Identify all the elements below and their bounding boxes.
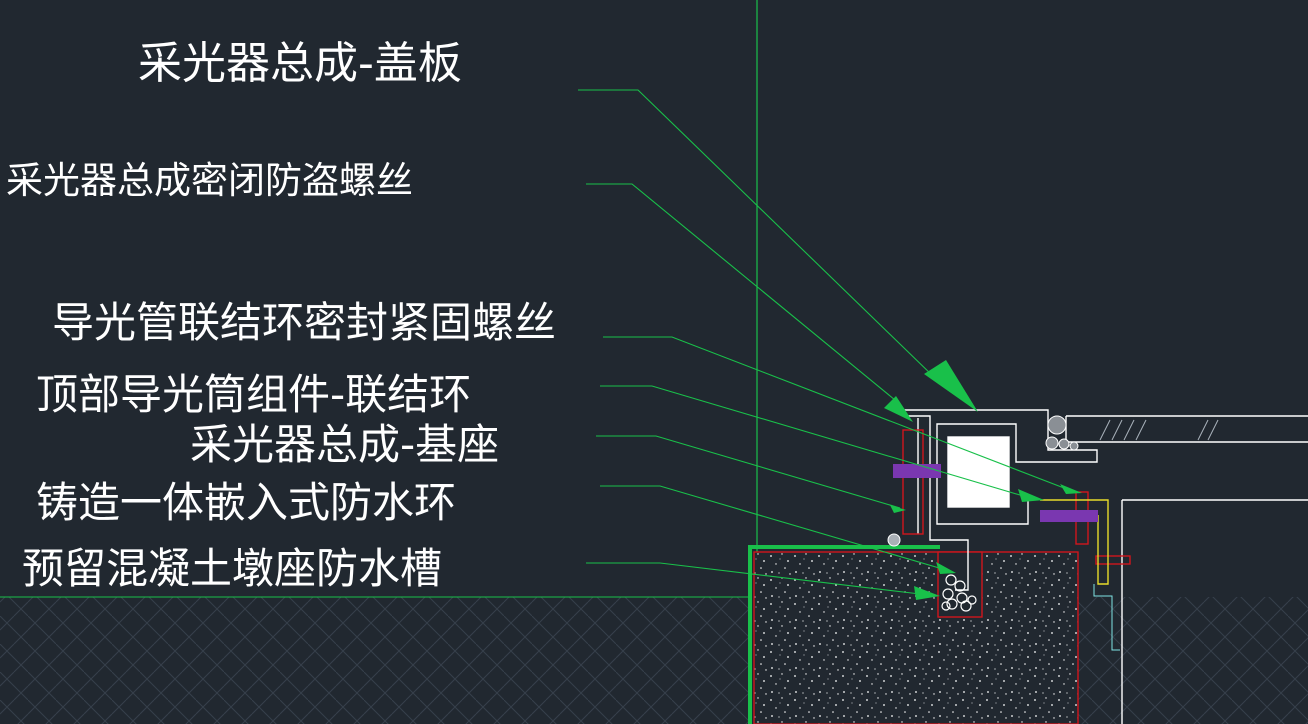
label-skylight-base: 采光器总成-基座 bbox=[190, 420, 500, 469]
concrete-pedestal bbox=[748, 545, 1079, 724]
bolt-head bbox=[887, 533, 901, 547]
leader-lines bbox=[578, 89, 1065, 595]
label-concrete-pedestal-groove: 预留混凝土墩座防水槽 bbox=[22, 544, 443, 593]
groove-sealant bbox=[941, 574, 977, 612]
purple-gaskets bbox=[893, 464, 1098, 522]
lid-seal-balls bbox=[1045, 415, 1079, 451]
cyan-detail bbox=[1093, 584, 1120, 651]
label-anti-theft-sealing-screw: 采光器总成密闭防盗螺丝 bbox=[6, 159, 413, 202]
skylight-base-outline bbox=[895, 409, 1308, 724]
label-top-tube-coupling-ring: 顶部导光筒组件-联结环 bbox=[36, 370, 472, 419]
label-embedded-waterproof-ring: 铸造一体嵌入式防水环 bbox=[36, 478, 457, 527]
label-skylight-cover-plate: 采光器总成-盖板 bbox=[138, 38, 462, 89]
ground-hatch bbox=[0, 596, 1308, 724]
label-coupling-ring-fastening-screw: 导光管联结环密封紧固螺丝 bbox=[52, 298, 557, 347]
panel-hatch bbox=[1099, 419, 1219, 441]
leader-arrowheads bbox=[884, 360, 1082, 600]
waterproof-ring-outline bbox=[1040, 499, 1109, 585]
